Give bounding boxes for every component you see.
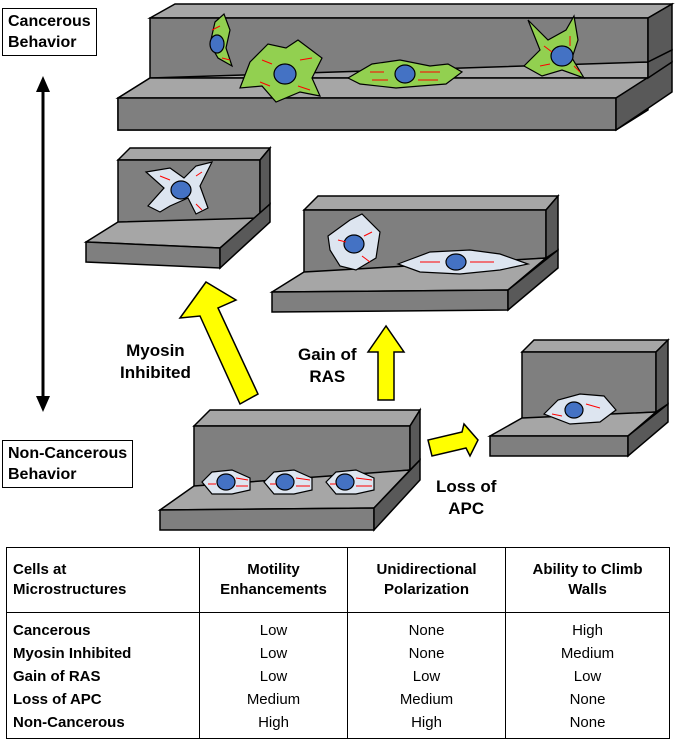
- cell-motility: Low: [199, 642, 348, 665]
- nucleus: [273, 63, 297, 85]
- apc-arrow: [427, 422, 479, 458]
- row-label: Gain of RAS: [6, 665, 200, 688]
- row-label: Loss of APC: [6, 688, 200, 711]
- myosin-inhibited-label: Myosin Inhibited: [120, 341, 191, 382]
- apc-cell: [542, 393, 617, 425]
- non-cancerous-behavior-label: Non-Cancerous Behavior: [2, 440, 134, 488]
- header-cells-at-microstructures: Cells at Microstructures: [6, 547, 200, 613]
- microstructure-gain-of-ras: [269, 193, 560, 313]
- cell-motility: Medium: [199, 688, 348, 711]
- cell-polarization: Medium: [347, 688, 506, 711]
- cell-climb: Low: [505, 665, 670, 688]
- microstructure-cancerous: [115, 2, 675, 132]
- behavior-scale-arrow: [36, 76, 50, 412]
- behavior-diagram: [36, 2, 675, 532]
- microstructure-myosin-inhibited: [83, 145, 272, 270]
- table-header-row: Cells at Microstructures Motility Enhanc…: [6, 547, 670, 613]
- cell-climb: None: [505, 711, 670, 739]
- cancer-cells: [209, 12, 586, 103]
- myosin-cell: [144, 161, 214, 215]
- cell-climb: Medium: [505, 642, 670, 665]
- cell-climb: High: [505, 612, 670, 642]
- nucleus: [209, 34, 225, 54]
- row-label: Cancerous: [6, 612, 200, 642]
- cell-polarization: None: [347, 612, 506, 642]
- table-row: Gain of RAS Low Low Low: [6, 665, 670, 688]
- nucleus: [394, 64, 416, 84]
- header-polarization: Unidirectional Polarization: [347, 547, 506, 613]
- summary-table: Cells at Microstructures Motility Enhanc…: [6, 547, 670, 739]
- gain-of-ras-label: Gain of RAS: [298, 345, 357, 386]
- cancerous-behavior-label: Cancerous Behavior: [2, 8, 97, 56]
- non-cancerous-cells: [201, 469, 375, 495]
- loss-of-apc-label: Loss of APC: [436, 477, 497, 518]
- myosin-arrow: [178, 281, 259, 406]
- table-row: Cancerous Low None High: [6, 612, 670, 642]
- row-label: Myosin Inhibited: [6, 642, 200, 665]
- ras-arrow: [366, 324, 406, 401]
- cell-motility: Low: [199, 665, 348, 688]
- cell-polarization: None: [347, 642, 506, 665]
- nucleus: [550, 45, 574, 67]
- header-motility: Motility Enhancements: [199, 547, 348, 613]
- header-climb-walls: Ability to Climb Walls: [505, 547, 670, 613]
- table-row: Myosin Inhibited Low None Medium: [6, 642, 670, 665]
- ras-cells: [327, 213, 531, 275]
- cell-polarization: High: [347, 711, 506, 739]
- cell-motility: Low: [199, 612, 348, 642]
- table-row: Loss of APC Medium Medium None: [6, 688, 670, 711]
- row-label: Non-Cancerous: [6, 711, 200, 739]
- cell-motility: High: [199, 711, 348, 739]
- cancer-fibers: [211, 25, 581, 91]
- table-row: Non-Cancerous High High None: [6, 711, 670, 739]
- cell-polarization: Low: [347, 665, 506, 688]
- cell-climb: None: [505, 688, 670, 711]
